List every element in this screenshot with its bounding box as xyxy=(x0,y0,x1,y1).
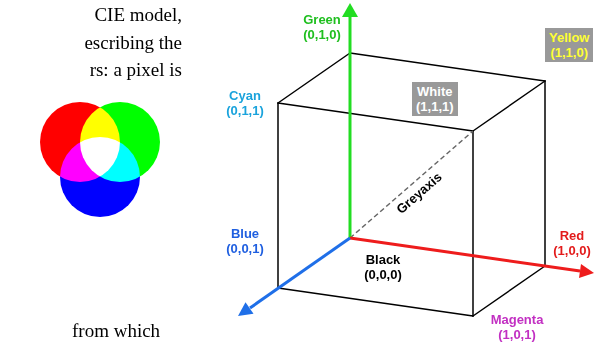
coordinate-triple: (1,1,1) xyxy=(416,99,454,114)
corner-label: Magenta xyxy=(491,312,544,327)
grey-axis xyxy=(350,131,473,238)
cube-edge xyxy=(544,81,546,266)
coordinate-triple: (1,0,1) xyxy=(498,327,536,342)
document-text: CIE model, xyxy=(94,4,182,26)
corner-label: Black xyxy=(366,252,401,267)
cube-edge xyxy=(473,81,545,131)
blue-arrowhead xyxy=(238,302,254,316)
blue-circle xyxy=(60,137,140,217)
coordinate-triple: (1,1,0) xyxy=(549,45,589,60)
blue-axis xyxy=(250,238,350,308)
red-arrowhead xyxy=(579,264,594,278)
cube-edge xyxy=(350,53,545,81)
green-axis xyxy=(349,15,352,238)
document-text: from which xyxy=(72,320,160,342)
coordinate-triple: (0,1,0) xyxy=(303,27,341,42)
vertex-label-box: Yellow(1,1,0) xyxy=(545,28,593,62)
coordinate-triple: (0,1,1) xyxy=(226,103,264,118)
cube-edge xyxy=(278,53,350,103)
cube-edge xyxy=(278,288,473,316)
cube-edge xyxy=(277,103,279,288)
axis-label: Blue xyxy=(231,226,259,241)
coordinate-triple: (1,0,0) xyxy=(553,243,591,258)
additive-circles xyxy=(40,102,160,217)
green-arrowhead xyxy=(342,3,358,17)
cube-edge xyxy=(473,266,545,316)
vertex-label-box: White(1,1,1) xyxy=(412,82,458,116)
red-axis xyxy=(350,238,580,271)
corner-label: Cyan xyxy=(229,88,261,103)
cube-edge xyxy=(472,131,474,316)
color-name: White xyxy=(416,84,454,99)
axis-label: Green xyxy=(303,12,341,27)
cube-edges xyxy=(278,53,545,316)
axis-label: Red xyxy=(560,228,585,243)
coordinate-triple: (0,0,0) xyxy=(364,267,402,282)
color-name: Yellow xyxy=(549,30,589,45)
document-text: rs: a pixel is xyxy=(90,59,182,81)
coordinate-triple: (0,0,1) xyxy=(226,241,264,256)
document-text: escribing the xyxy=(84,32,182,54)
